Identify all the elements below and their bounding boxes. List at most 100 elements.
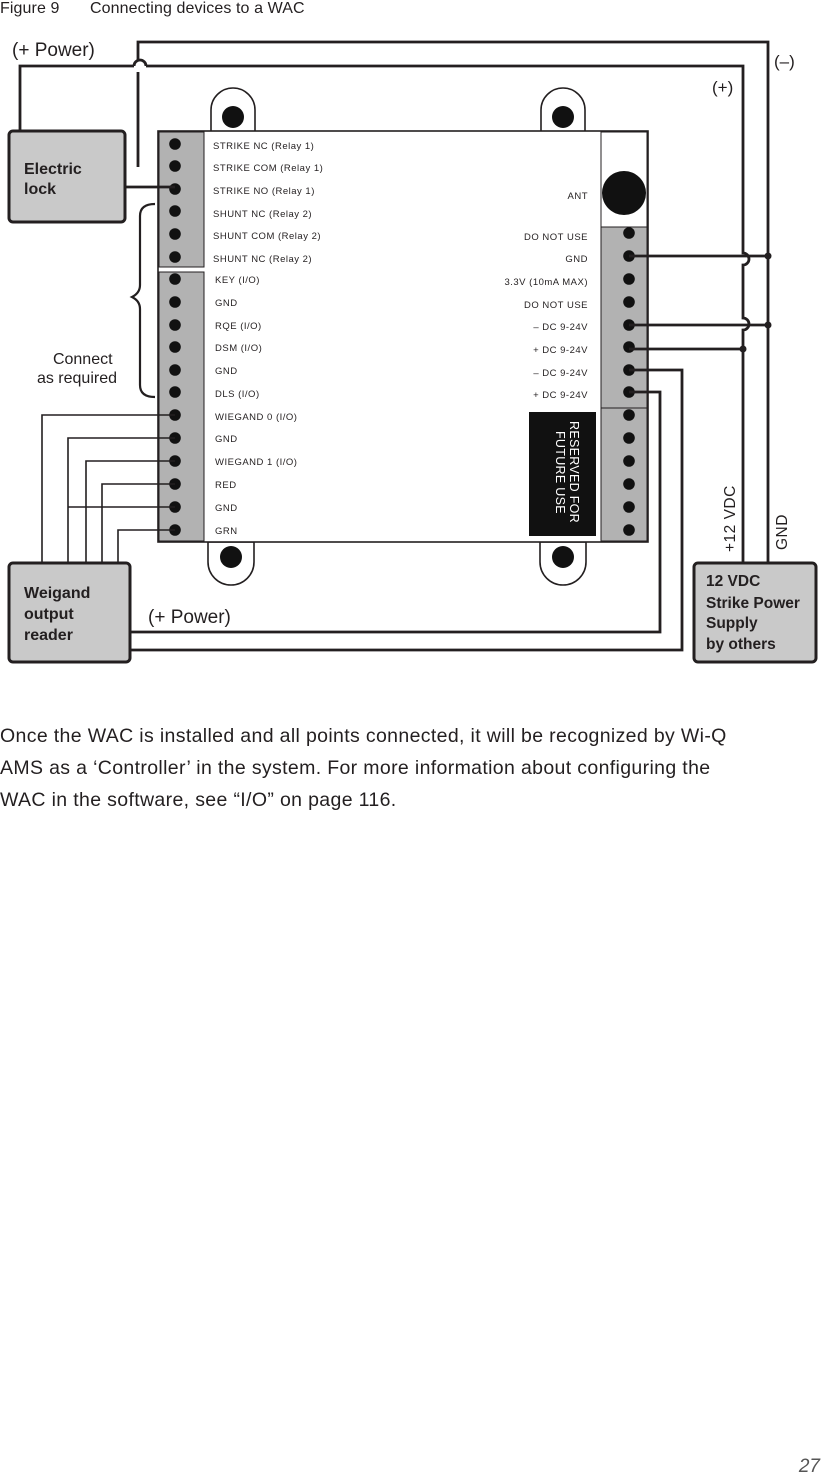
left-terminal-label: STRIKE COM (Relay 1) (213, 163, 323, 174)
left-terminal-block (158, 131, 205, 268)
figure-title: Connecting devices to a WAC (90, 0, 305, 17)
right-terminal-label: GND (565, 254, 588, 265)
mounting-hole (222, 106, 244, 128)
left-terminal-label: RED (215, 480, 237, 491)
left-terminal-block (158, 271, 205, 542)
reader-wire (101, 483, 175, 563)
reader-label: reader (24, 627, 73, 644)
svg-text:Connect as required: Connect as required (37, 351, 117, 387)
mounting-hole (220, 546, 242, 568)
right-terminal-label: DO NOT USE (524, 300, 588, 311)
junction-dot (764, 252, 772, 260)
terminal-screw (623, 227, 635, 239)
left-terminal-label: STRIKE NO (Relay 1) (213, 186, 315, 197)
junction-dot (739, 345, 747, 353)
reader-wire (41, 414, 175, 563)
terminal-screw (623, 409, 635, 421)
terminal-screw (169, 138, 181, 150)
svg-text:Weigand output reader: Weigand output reader (24, 585, 95, 644)
antenna-connector (602, 171, 646, 215)
right-terminal-label: + DC 9-24V (533, 390, 588, 401)
power-label-bottom: (+ Power) (148, 607, 231, 628)
gnd-vertical-label: GND (774, 514, 791, 550)
minus-label: (–) (774, 52, 795, 71)
connect-label: Connect (53, 351, 113, 368)
supply-label: Strike Power (706, 595, 800, 612)
reserved-label-1: RESERVED FOR (567, 421, 581, 523)
terminal-screw (169, 160, 181, 172)
left-terminal-label: GND (215, 434, 238, 445)
left-terminal-label: GND (215, 366, 238, 377)
electric-lock-label: Electric (24, 161, 82, 178)
connect-label: as required (37, 370, 117, 387)
mounting-hole (552, 546, 574, 568)
right-terminal-label: DO NOT USE (524, 232, 588, 243)
left-terminal-label: GND (215, 298, 238, 309)
page-number: 27 (798, 1456, 820, 1477)
terminal-screw (169, 273, 181, 285)
left-terminal-label: GND (215, 503, 238, 514)
left-terminal-label: WIEGAND 1 (I/O) (215, 457, 297, 468)
svg-text:12 VDC Strike Power Su: 12 VDC Strike Power Supply by others (706, 573, 804, 653)
plus-power-wire (146, 64, 751, 563)
figure-caption: Figure 9 Connecting devices to a WAC (0, 0, 305, 18)
lock-power-hop (132, 58, 148, 67)
terminal-screw (623, 455, 635, 467)
terminal-screw (169, 251, 181, 263)
terminal-screw (623, 501, 635, 513)
left-terminal-label: WIEGAND 0 (I/O) (215, 412, 297, 423)
connect-brace (129, 202, 156, 399)
plus-label: (+) (712, 78, 733, 97)
left-terminal-label: SHUNT NC (Relay 2) (213, 209, 312, 220)
reader-label: output (24, 606, 74, 623)
terminal-screw (623, 524, 635, 536)
terminal-screw (169, 296, 181, 308)
terminal-screw (623, 432, 635, 444)
terminal-screw (169, 228, 181, 240)
reserved-block (529, 412, 596, 536)
wiegand-gnd-wire (130, 390, 662, 634)
left-terminal-label: RQE (I/O) (215, 321, 262, 332)
electric-lock-label: lock (24, 181, 56, 198)
terminal-screw (623, 341, 635, 353)
power-supply-box (692, 561, 818, 664)
reserved-label-2: FUTURE USE (553, 431, 567, 514)
lock-power-wire (18, 64, 134, 131)
left-terminal-label: SHUNT NC (Relay 2) (213, 254, 312, 265)
reader-label: Weigand (24, 585, 90, 602)
terminal-screw (623, 478, 635, 490)
right-terminal-label: 3.3V (10mA MAX) (504, 277, 588, 288)
terminal-screw (169, 364, 181, 376)
terminal-screw (169, 319, 181, 331)
left-terminal-label: STRIKE NC (Relay 1) (213, 141, 314, 152)
right-terminals (623, 227, 635, 536)
terminal-screw (169, 205, 181, 217)
wiegand-power-wire (130, 368, 684, 652)
body-paragraph: Once the WAC is installed and all points… (0, 725, 727, 811)
electric-lock-box (7, 129, 127, 224)
reader-wire (117, 529, 175, 563)
terminal-screw (169, 341, 181, 353)
reader-wire (67, 437, 175, 563)
wac-wiring-diagram: STRIKE NC (Relay 1) STRIKE COM (Relay 1) S… (7, 40, 818, 664)
ant-label: ANT (568, 191, 589, 202)
supply-label: by others (706, 636, 776, 653)
mounting-hole (552, 106, 574, 128)
left-terminal-label: GRN (215, 526, 238, 537)
figure-number: Figure 9 (0, 0, 60, 17)
left-terminal-label: DSM (I/O) (215, 343, 262, 354)
supply-label: Supply (706, 615, 758, 632)
wiegand-reader-box (7, 561, 132, 664)
terminal-screw (623, 273, 635, 285)
terminal-screw (169, 183, 181, 195)
junction-dot (764, 321, 772, 329)
terminal-screw (169, 386, 181, 398)
left-terminal-label: KEY (I/O) (215, 275, 260, 286)
gnd-wire (136, 40, 770, 563)
right-terminal-label: – DC 9-24V (533, 368, 588, 379)
reader-wire (85, 460, 175, 563)
left-terminal-label: DLS (I/O) (215, 389, 260, 400)
right-terminal-block (600, 407, 648, 542)
power-label-top: (+ Power) (12, 40, 95, 61)
svg-text:Electric lock: Electric lock (24, 161, 86, 198)
